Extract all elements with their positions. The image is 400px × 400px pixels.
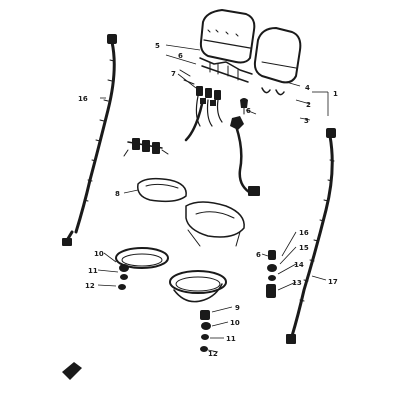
- callout-14: 14: [294, 261, 304, 269]
- leader-lines: [97, 44, 329, 353]
- callout-10: 10: [94, 250, 104, 258]
- callout-15: 15: [299, 244, 309, 252]
- callout-6: 6: [246, 107, 251, 115]
- callout-11: 11: [88, 267, 98, 275]
- callout-3: 3: [304, 117, 309, 125]
- callout-11: 11: [226, 335, 236, 343]
- meter-plate-upper: [137, 177, 187, 203]
- fastener-stack-right: [266, 250, 277, 298]
- callout-12: 12: [208, 350, 218, 358]
- tachometer-cable-right: [286, 128, 336, 344]
- wire-harness: [184, 102, 260, 196]
- fastener-stack-center: [200, 310, 211, 352]
- callout-6: 6: [256, 251, 261, 259]
- speedometer-cable-left: [62, 34, 117, 246]
- callout-7: 7: [171, 70, 176, 78]
- callout-13: 13: [292, 279, 302, 287]
- tachometer-housing: [253, 27, 302, 84]
- callout-8: 8: [115, 190, 120, 198]
- rubber-ring-right: [169, 270, 227, 303]
- meter-light-bulb: [240, 98, 248, 115]
- indicator-lamp-sockets: [179, 69, 223, 127]
- callout-9: 9: [235, 304, 240, 312]
- meter-plate-lower: [185, 201, 245, 247]
- speedometer-housing: [199, 9, 256, 64]
- meter-bracket: [199, 57, 285, 96]
- callout-17: 17: [328, 278, 338, 286]
- stay-bracket-part: [62, 362, 82, 380]
- callout-1: 1: [333, 90, 338, 98]
- callout-12: 12: [85, 282, 95, 290]
- rubber-ring-left: [115, 247, 169, 269]
- wire-connector-block: [123, 138, 169, 157]
- callout-4: 4: [305, 84, 310, 92]
- callout-16: 16: [299, 229, 309, 237]
- callout-2: 2: [306, 101, 311, 109]
- fastener-stack-left: [118, 264, 129, 290]
- callout-labels: 1 2 3 4 5 6 7 6 8 16 10 11 12 9 10 11 12…: [78, 42, 338, 358]
- callout-10: 10: [230, 319, 240, 327]
- callout-16: 16: [78, 95, 88, 103]
- callout-5: 5: [155, 42, 160, 50]
- callout-6: 6: [178, 52, 183, 60]
